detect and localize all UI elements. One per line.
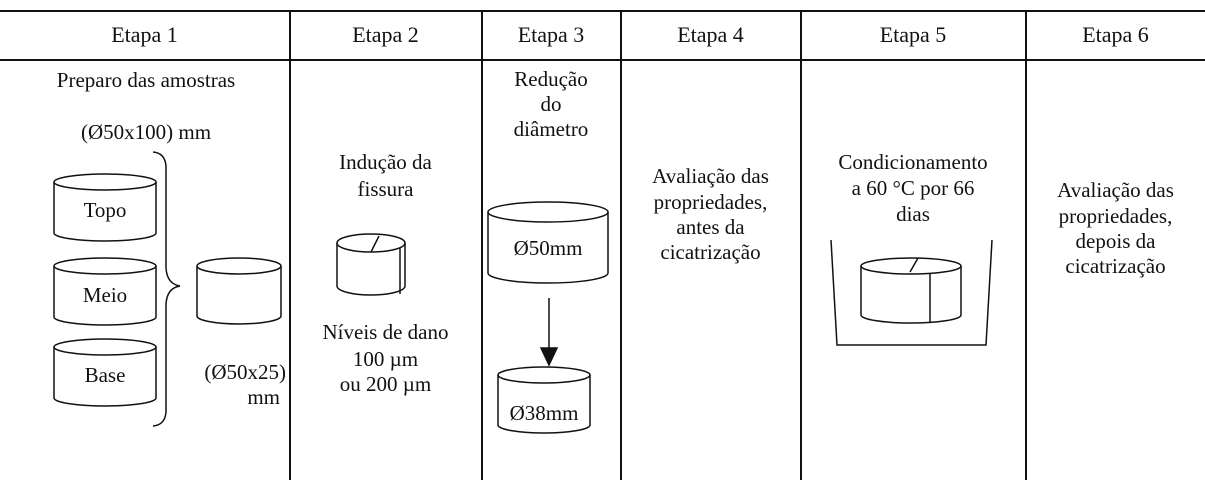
etapa2-title-line2: fissura — [357, 177, 414, 201]
diameter-before-label: Ø50mm — [513, 236, 583, 260]
etapa6-line3: depois da — [1075, 229, 1156, 253]
table-top-rule — [0, 10, 1205, 12]
header-etapa-2: Etapa 2 — [352, 22, 419, 47]
cylinder-topo — [53, 173, 157, 242]
table-header-rule — [0, 59, 1205, 61]
column-divider-3 — [620, 10, 622, 480]
cylinder-fissurado — [336, 233, 406, 296]
column-divider-4 — [800, 10, 802, 480]
etapa6-line2: propriedades, — [1058, 204, 1173, 228]
container — [830, 239, 993, 346]
cylinder-slice — [196, 257, 282, 325]
etapa5-line3: dias — [896, 202, 930, 226]
etapa1-dims: (Ø50x100) mm — [80, 120, 212, 144]
slice-dims-line1: (Ø50x25) — [204, 360, 286, 384]
cylinder-50mm — [487, 201, 609, 284]
header-etapa-6: Etapa 6 — [1082, 22, 1149, 47]
etapa6-line1: Avaliação das — [1057, 178, 1174, 202]
column-divider-1 — [289, 10, 291, 480]
slice-dims-line2: mm — [247, 385, 280, 409]
layer-label-topo: Topo — [83, 198, 127, 222]
header-etapa-5: Etapa 5 — [879, 22, 947, 47]
etapa6-line4: cicatrização — [1065, 254, 1166, 278]
etapa4-line1: Avaliação das — [652, 164, 769, 188]
header-etapa-1: Etapa 1 — [111, 22, 178, 47]
etapa2-title-line1: Indução da — [339, 150, 432, 174]
etapa5-line2: a 60 °C por 66 — [851, 176, 975, 200]
etapa4-line4: cicatrização — [660, 240, 761, 264]
cylinder-condicionado — [860, 257, 962, 324]
column-divider-2 — [481, 10, 483, 480]
cylinder-meio — [53, 257, 157, 326]
header-etapa-3: Etapa 3 — [517, 22, 585, 47]
etapa2-damage-line2: 100 µm — [352, 347, 419, 371]
etapa5-line1: Condicionamento — [838, 150, 988, 174]
cylinder-38mm — [497, 366, 591, 434]
etapa1-title: Preparo das amostras — [56, 68, 236, 92]
etapa2-damage-line3: ou 200 µm — [339, 372, 432, 396]
layer-label-meio: Meio — [82, 283, 128, 307]
curly-brace — [152, 151, 181, 427]
diameter-after-label: Ø38mm — [509, 401, 579, 425]
etapa3-title-line2: do — [540, 92, 562, 116]
etapa4-line3: antes da — [676, 215, 745, 239]
column-divider-5 — [1025, 10, 1027, 480]
etapa3-title-line1: Redução — [514, 67, 588, 91]
etapa3-title-line3: diâmetro — [513, 117, 589, 141]
cylinder-base — [53, 338, 157, 407]
header-etapa-4: Etapa 4 — [677, 22, 744, 47]
arrow-down-icon — [539, 298, 559, 367]
etapa2-damage-line1: Níveis de dano — [322, 320, 449, 344]
etapa4-line2: propriedades, — [653, 190, 768, 214]
layer-label-base: Base — [84, 363, 126, 387]
